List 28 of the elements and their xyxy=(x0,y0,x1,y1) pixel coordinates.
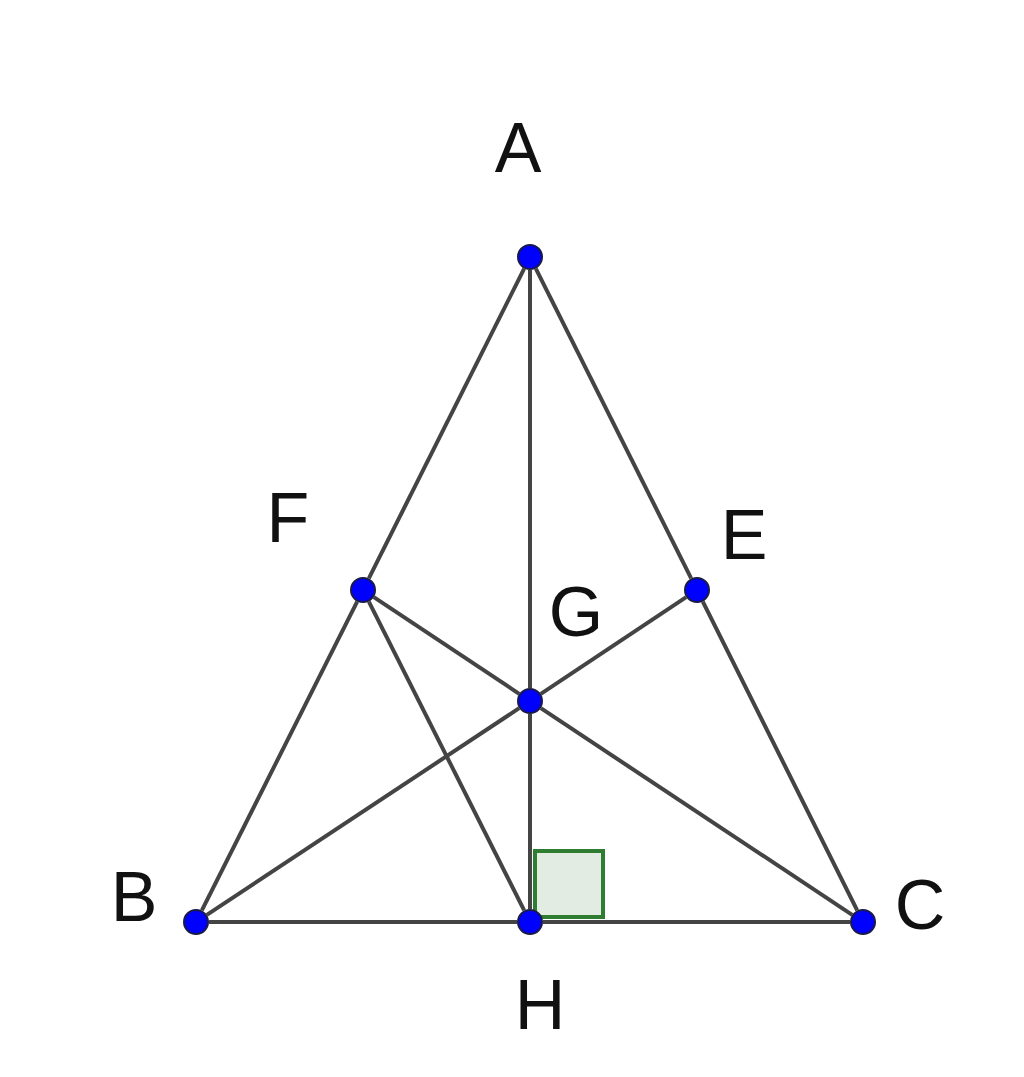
point-label: F xyxy=(266,483,310,553)
line-segment xyxy=(701,600,859,912)
line-segment xyxy=(534,267,693,580)
point-label: H xyxy=(514,970,566,1040)
line-segment xyxy=(209,920,517,924)
point-label: G xyxy=(548,577,604,647)
point-dot xyxy=(517,244,543,270)
line-segment xyxy=(528,270,532,688)
line-segment xyxy=(367,267,526,580)
line-segment xyxy=(367,600,526,912)
right-angle-mark xyxy=(533,849,605,919)
point-label: A xyxy=(494,113,542,183)
point-label: C xyxy=(894,870,946,940)
line-segment xyxy=(539,706,854,917)
line-segment xyxy=(372,595,521,696)
line-segment xyxy=(539,595,688,696)
point-label: E xyxy=(720,500,768,570)
point-label: B xyxy=(110,862,158,932)
line-segment xyxy=(528,714,532,909)
line-segment xyxy=(200,600,359,912)
point-dot xyxy=(517,909,543,935)
point-dot xyxy=(350,577,376,603)
line-segment xyxy=(205,706,521,917)
point-dot xyxy=(850,909,876,935)
point-dot xyxy=(183,909,209,935)
point-dot xyxy=(517,688,543,714)
point-dot xyxy=(684,577,710,603)
line-segment xyxy=(543,920,850,924)
